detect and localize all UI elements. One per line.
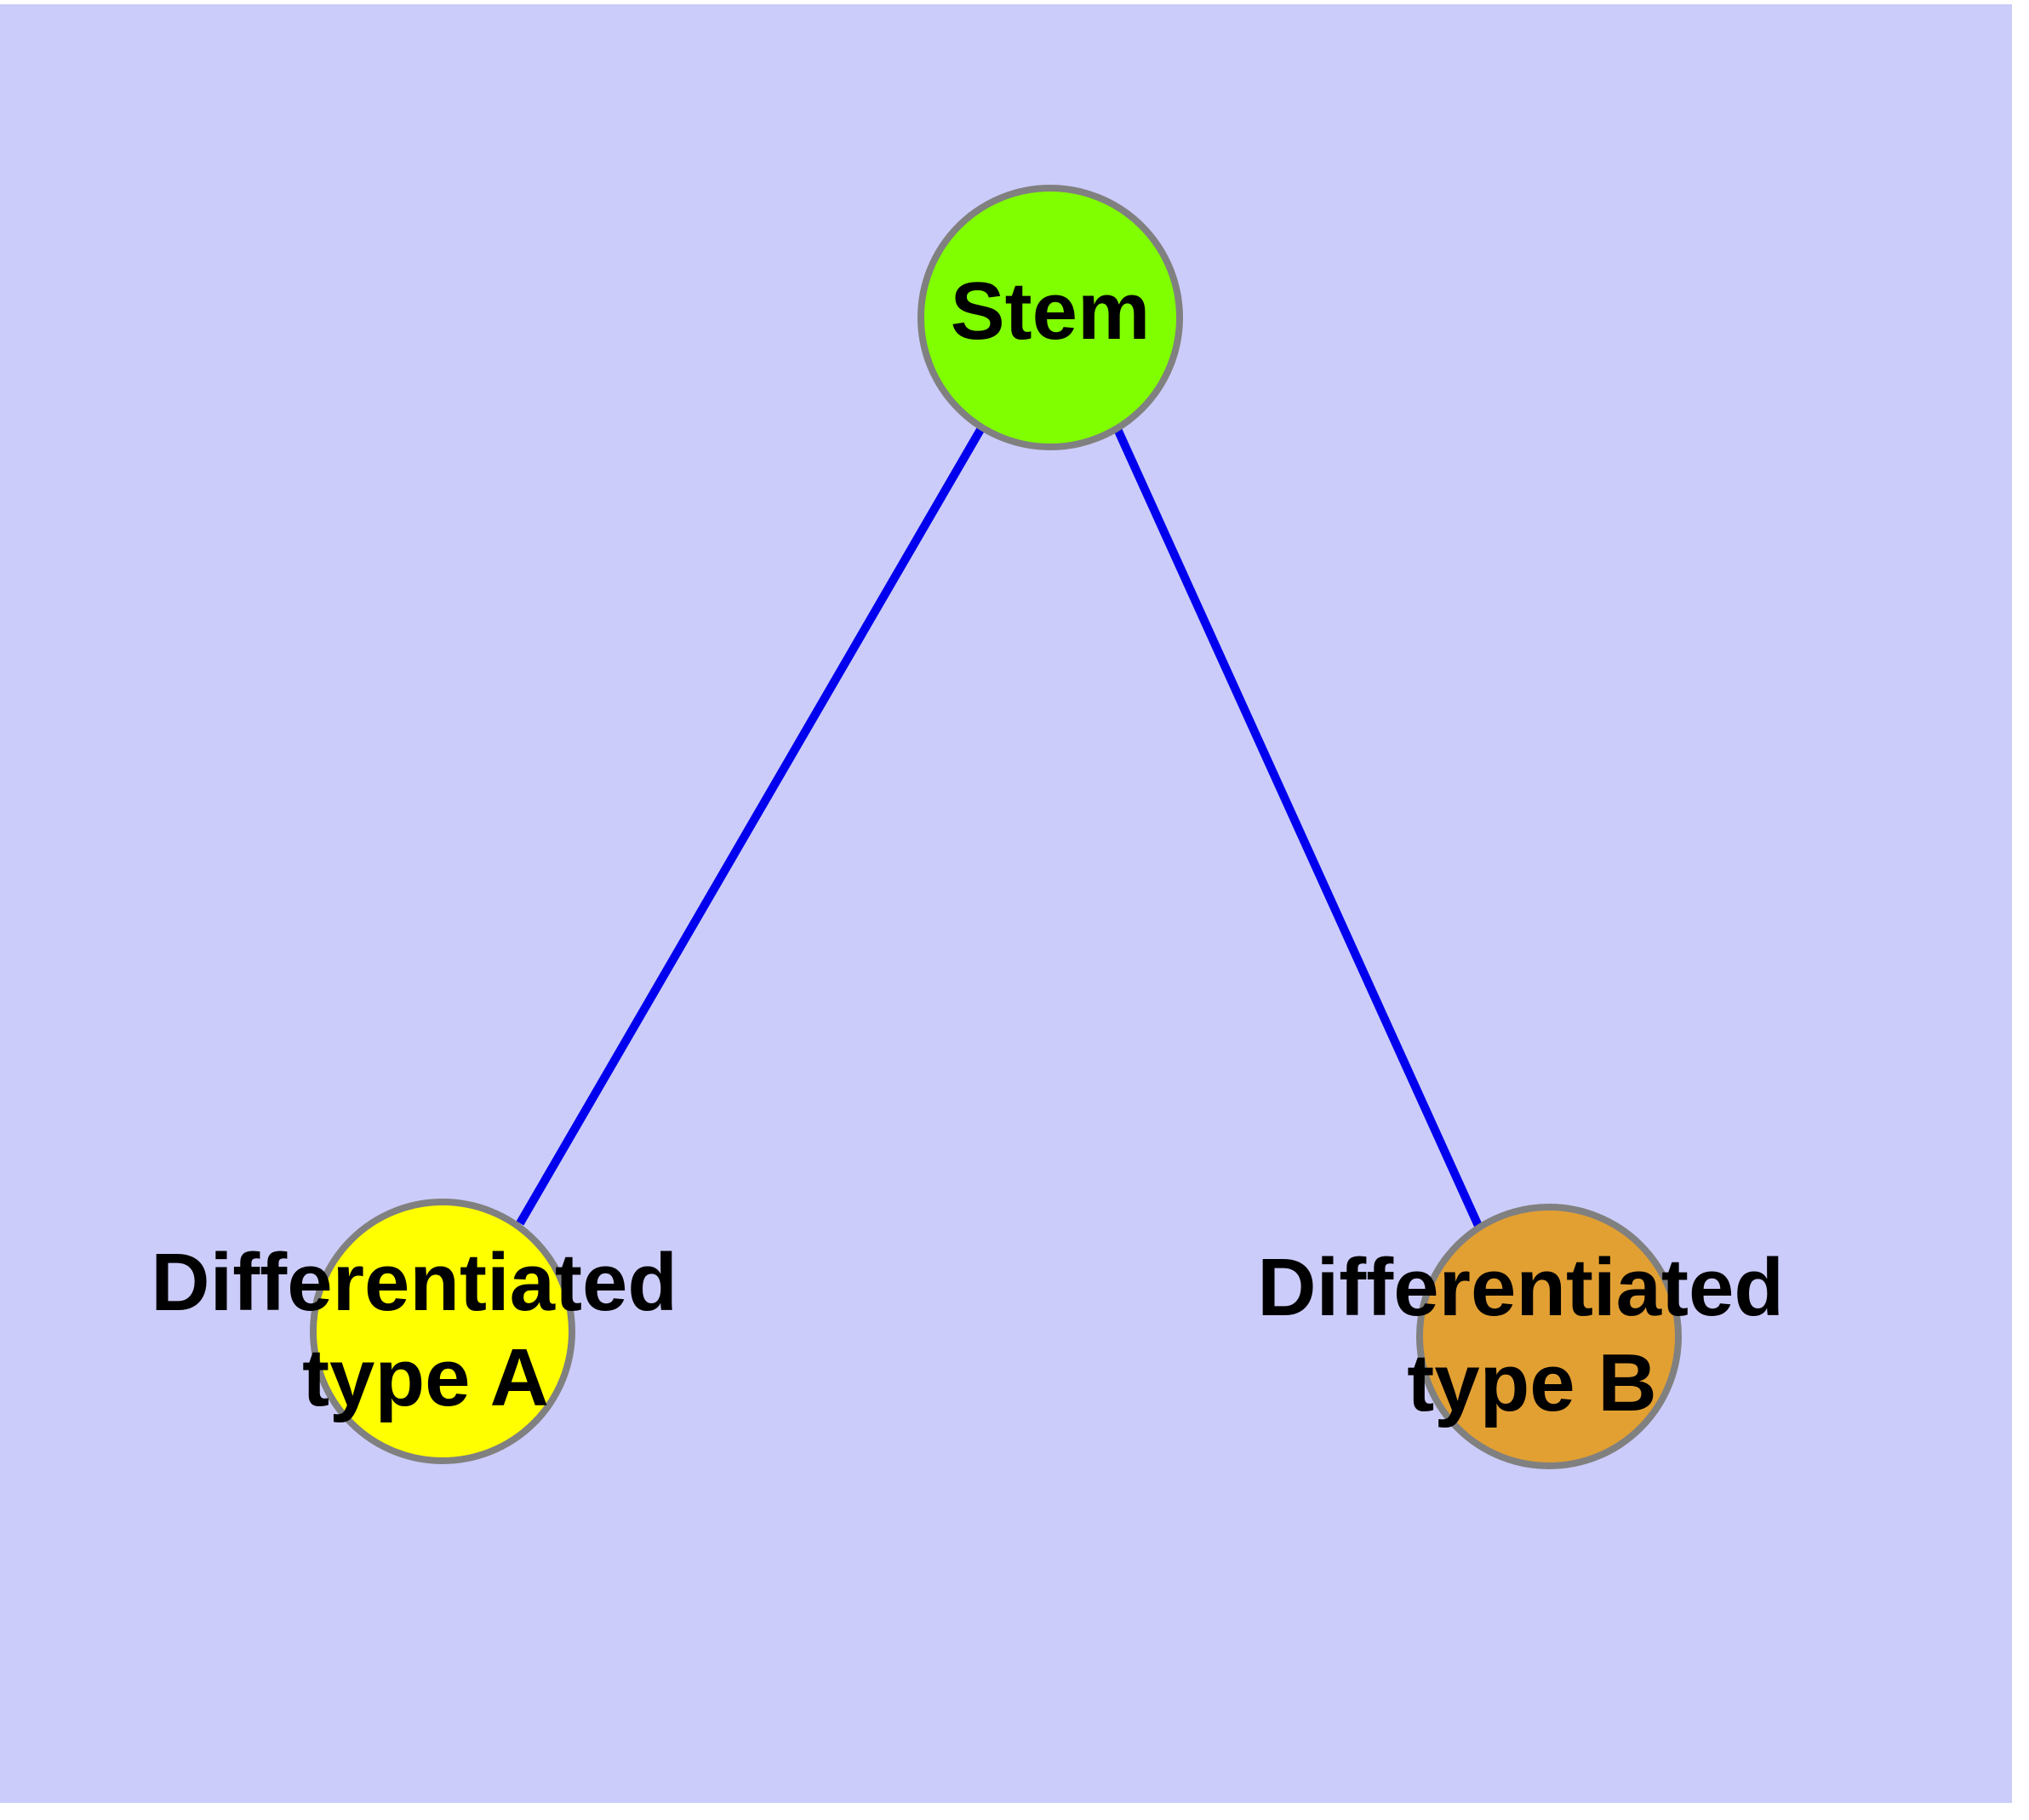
node-label-differentiated-type-a: Differentiated type A xyxy=(151,1237,700,1423)
node-label-differentiated-type-b-line-1: Differentiated xyxy=(1257,1242,1784,1333)
node-label-differentiated-type-a-line-1: Differentiated xyxy=(151,1237,677,1328)
node-label-differentiated-type-a-line-2: type A xyxy=(302,1332,549,1423)
node-label-differentiated-type-b: Differentiated type B xyxy=(1257,1242,1806,1428)
node-label-stem: Stem xyxy=(951,266,1151,357)
node-label-differentiated-type-b-line-2: type B xyxy=(1407,1337,1656,1428)
node-differentiated-type-b[interactable] xyxy=(1416,1204,1682,1469)
node-label-stem-line-1: Stem xyxy=(951,266,1151,357)
labels-layer: Stem Differentiated type A Differentiate… xyxy=(151,266,1806,1428)
nodes-layer xyxy=(310,185,1682,1469)
node-differentiated-type-a[interactable] xyxy=(310,1199,575,1464)
edges-layer xyxy=(516,426,1483,1228)
edge-stem-to-differentiated-type-b xyxy=(1113,426,1483,1228)
edge-stem-to-differentiated-type-a xyxy=(516,426,986,1226)
node-stem[interactable] xyxy=(917,185,1183,450)
